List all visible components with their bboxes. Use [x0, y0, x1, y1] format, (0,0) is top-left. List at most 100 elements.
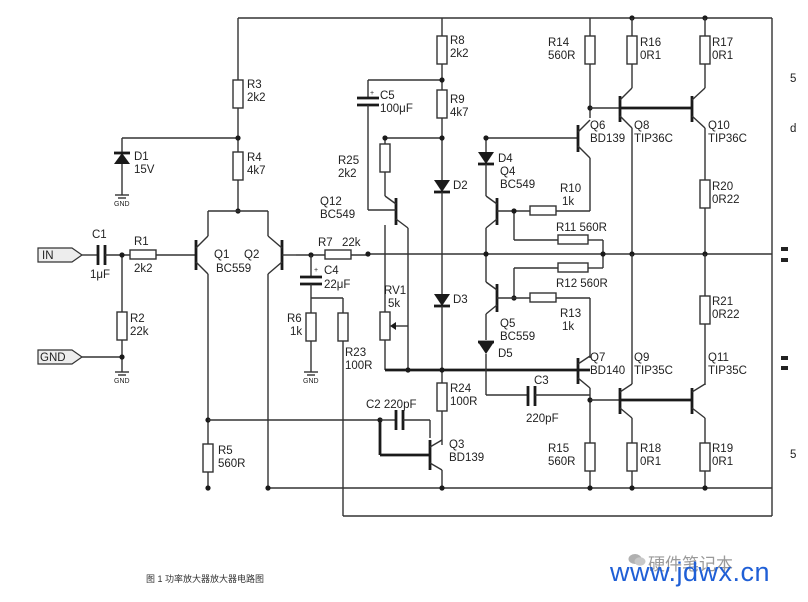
transistor-q8: Q8 TIP36C: [618, 87, 692, 254]
svg-text:Q8: Q8: [634, 120, 649, 132]
svg-text:+: +: [370, 90, 374, 97]
resistor-r2: GND R2 22k: [114, 252, 149, 385]
svg-text:15V: 15V: [134, 164, 155, 176]
svg-text:BD139: BD139: [590, 133, 625, 145]
resistor-r24: R24 100R: [436, 382, 478, 445]
svg-text:1k: 1k: [562, 321, 574, 333]
svg-text:D1: D1: [134, 151, 149, 163]
diode-d2: D2: [434, 180, 468, 294]
svg-text:100μF: 100μF: [380, 103, 413, 115]
svg-text:R13: R13: [560, 308, 581, 320]
svg-text:TIP36C: TIP36C: [708, 133, 747, 145]
svg-text:GND: GND: [114, 378, 130, 385]
resistor-r6: GND R6 1k: [287, 298, 319, 385]
svg-text:Q9: Q9: [634, 352, 649, 364]
svg-text:Q12: Q12: [320, 196, 342, 208]
svg-text:D2: D2: [453, 180, 468, 192]
resistor-r8: R8 2k2: [436, 18, 469, 90]
watermark-site: www.jdwx.cn: [610, 557, 771, 587]
gnd-terminal: GND: [37, 349, 122, 365]
svg-text:BC549: BC549: [500, 179, 535, 191]
diode-d5: D5: [478, 340, 528, 396]
resistor-r10: R10 1k: [529, 183, 590, 216]
svg-text:R8: R8: [450, 35, 465, 47]
svg-text:220pF: 220pF: [526, 413, 559, 425]
svg-text:R11 560R: R11 560R: [556, 222, 607, 234]
resistor-r5: R5 560R: [202, 417, 380, 491]
svg-text:C4: C4: [324, 265, 339, 277]
svg-text:R18: R18: [640, 443, 661, 455]
svg-text:22k: 22k: [130, 326, 149, 338]
svg-text:R19: R19: [712, 443, 733, 455]
svg-text:2k2: 2k2: [247, 92, 266, 104]
svg-text:R9: R9: [450, 94, 465, 106]
svg-text:BC559: BC559: [216, 263, 251, 275]
svg-text:R23: R23: [345, 347, 366, 359]
svg-text:5: 5: [790, 449, 796, 461]
svg-text:GND: GND: [303, 378, 319, 385]
transistor-q5: Q5 BC559: [485, 281, 535, 343]
resistor-r21: R21 0R22: [699, 254, 740, 385]
svg-text:TIP35C: TIP35C: [634, 365, 673, 377]
svg-text:+: +: [314, 267, 318, 274]
svg-text:R17: R17: [712, 37, 733, 49]
svg-text:BD140: BD140: [590, 365, 625, 377]
svg-text:C1: C1: [92, 229, 107, 241]
svg-text:R7: R7: [318, 237, 333, 249]
svg-text:BC549: BC549: [320, 209, 355, 221]
svg-text:100R: 100R: [450, 396, 478, 408]
svg-text:0R22: 0R22: [712, 309, 740, 321]
capacitor-c2: C2 220pF: [366, 399, 431, 438]
resistor-r3: R3 2k2: [232, 18, 266, 152]
svg-text:TIP35C: TIP35C: [708, 365, 747, 377]
svg-text:GND: GND: [114, 201, 130, 208]
svg-text:0R1: 0R1: [712, 456, 733, 468]
svg-text:R10: R10: [560, 183, 581, 195]
svg-text:Q6: Q6: [590, 120, 605, 132]
svg-text:R1: R1: [134, 236, 149, 248]
resistor-r16: R16 0R1: [626, 15, 661, 88]
transistor-q10: Q10 TIP36C: [690, 87, 747, 180]
input-terminal-label: IN: [42, 250, 54, 262]
svg-text:C3: C3: [534, 375, 549, 387]
resistor-r20: R20 0R22: [600, 179, 740, 257]
svg-text:560R: 560R: [548, 50, 576, 62]
svg-text:22k: 22k: [342, 237, 361, 249]
resistor-r13: R13 1k: [529, 292, 590, 333]
gnd-terminal-label: GND: [40, 352, 66, 364]
svg-text:4k7: 4k7: [450, 107, 469, 119]
resistor-r25: R25 2k2: [338, 137, 442, 196]
capacitor-c1: C1 1μF: [90, 229, 130, 281]
resistor-r18: R18 0R1: [626, 442, 661, 491]
svg-text:RV1: RV1: [384, 285, 406, 297]
svg-text:R5: R5: [218, 445, 233, 457]
resistor-r9: R9 4k7: [436, 89, 469, 180]
svg-text:R6: R6: [287, 313, 302, 325]
svg-text:Q3: Q3: [449, 439, 464, 451]
transistor-q9: Q9 TIP35C: [618, 254, 692, 443]
svg-text:Q7: Q7: [590, 352, 605, 364]
svg-text:BC559: BC559: [500, 331, 535, 343]
svg-text:Q4: Q4: [500, 166, 516, 178]
resistor-r4: R4 4k7: [232, 151, 266, 214]
svg-text:560R: 560R: [548, 456, 576, 468]
input-terminal: IN: [37, 247, 97, 263]
capacitor-c5: + C5 100μF: [357, 79, 442, 210]
transistor-q7: Q7 BD140: [576, 298, 625, 443]
resistor-r15: R15 560R: [548, 442, 596, 491]
svg-text:d: d: [790, 123, 796, 135]
transistor-q6: Q6 BD139: [576, 105, 625, 211]
svg-text:C5: C5: [380, 90, 395, 102]
svg-text:2k2: 2k2: [134, 263, 153, 275]
svg-text:R15: R15: [548, 443, 569, 455]
svg-text:Q2: Q2: [244, 249, 259, 261]
svg-text:0R1: 0R1: [640, 50, 661, 62]
svg-text:0R1: 0R1: [640, 456, 661, 468]
transistor-q4: Q4 BC549: [485, 166, 535, 282]
svg-text:100R: 100R: [345, 360, 373, 372]
svg-text:BD139: BD139: [449, 452, 484, 464]
svg-text:R3: R3: [247, 79, 262, 91]
transistor-q11: Q11 TIP35C: [690, 352, 747, 443]
svg-text:0R1: 0R1: [712, 50, 733, 62]
svg-text:R14: R14: [548, 37, 570, 49]
